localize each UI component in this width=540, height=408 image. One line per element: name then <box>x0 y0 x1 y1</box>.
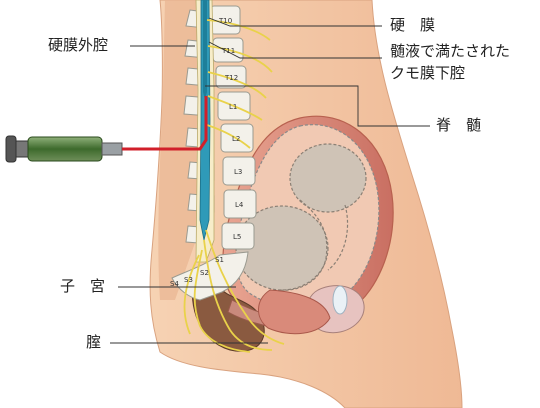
syringe-barrel <box>28 137 102 161</box>
label-S3: S3 <box>184 276 193 284</box>
label-L2: L2 <box>232 135 240 143</box>
label-T11: T11 <box>221 47 235 55</box>
label-T12: T12 <box>224 74 238 82</box>
label-dura: 硬 膜 <box>390 18 435 33</box>
label-uterus: 子 宮 <box>60 279 105 294</box>
syringe-plunger-cap <box>6 136 16 162</box>
label-S1: S1 <box>215 256 224 264</box>
label-subarachnoid-line2: クモ膜下腔 <box>390 66 465 81</box>
label-epidural-space: 硬膜外腔 <box>48 38 108 53</box>
label-S2: S2 <box>200 269 209 277</box>
syringe-hub <box>102 143 122 155</box>
label-L1: L1 <box>229 103 237 111</box>
label-vagina: 腟 <box>86 335 101 350</box>
label-L5: L5 <box>233 233 241 241</box>
label-subarachnoid-line1: 髄液で満たされた <box>390 44 510 59</box>
syringe <box>6 136 122 162</box>
label-L3: L3 <box>234 168 242 176</box>
label-L4: L4 <box>235 201 244 209</box>
label-spinal-cord: 脊 髄 <box>436 118 481 133</box>
spinal-cord <box>203 0 207 100</box>
pubic-bone <box>333 286 347 314</box>
